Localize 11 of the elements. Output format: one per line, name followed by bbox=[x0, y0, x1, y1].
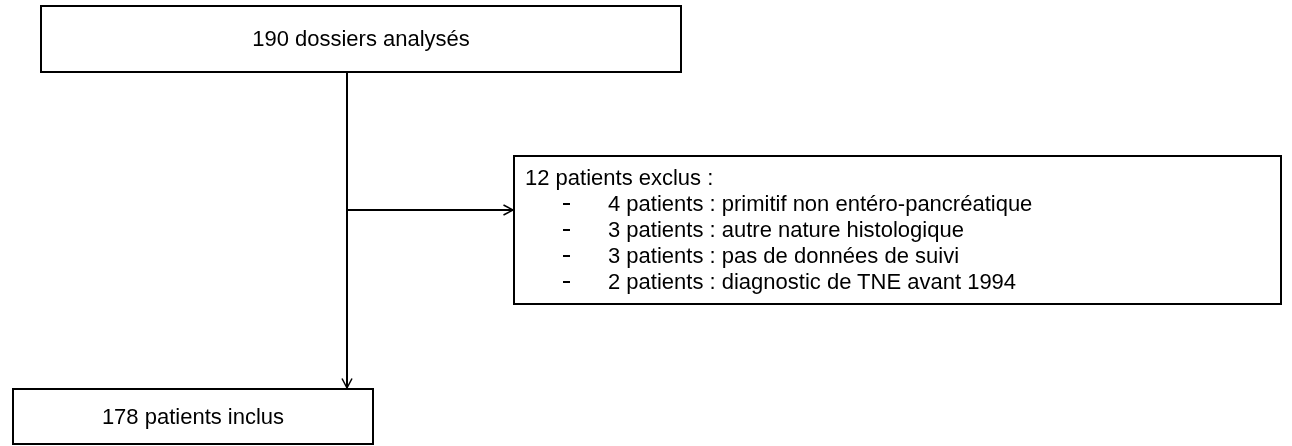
list-item: 3 patients : autre nature histologique bbox=[608, 217, 964, 243]
box-label: 190 dossiers analysés bbox=[252, 26, 470, 52]
box-heading: 12 patients exclus : bbox=[525, 165, 714, 191]
box-label: 178 patients inclus bbox=[101, 403, 285, 430]
process-box bbox=[513, 155, 1282, 305]
process-box bbox=[12, 388, 374, 445]
list-item: 2 patients : diagnostic de TNE avant 1994 bbox=[608, 269, 1017, 295]
arrow bbox=[346, 72, 514, 216]
process-box bbox=[40, 5, 682, 73]
list-item: 4 patients : primitif non entéro-pancréatique bbox=[608, 191, 1033, 217]
list-item: 3 patients : pas de données de suivi bbox=[608, 243, 960, 269]
